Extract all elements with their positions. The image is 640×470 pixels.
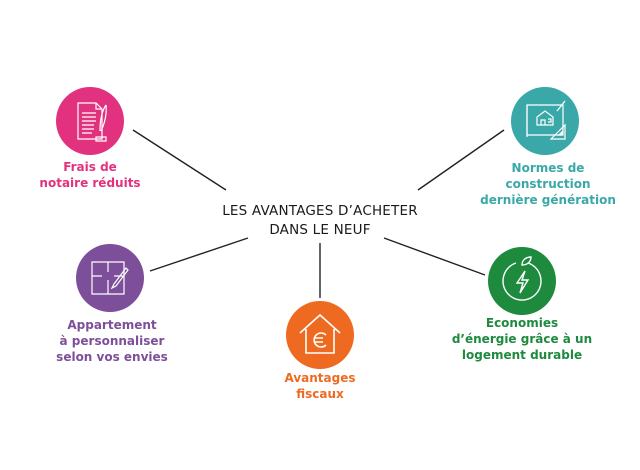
label-line: Economies: [485, 316, 559, 330]
floor-plan-pencil-icon: [76, 244, 144, 312]
diagram-title: LES AVANTAGES D’ACHETER DANS LE NEUF: [170, 202, 470, 240]
connector-line: [417, 129, 505, 191]
euro-house-icon: [286, 301, 354, 369]
label-line: notaire réduits: [39, 176, 141, 190]
energy-bolt-leaf-icon: [488, 247, 556, 315]
item-label-tax: Avantages fiscaux: [220, 370, 420, 402]
connector-line: [132, 129, 227, 191]
title-line: DANS LE NEUF: [269, 222, 371, 238]
notary-document-quill-icon: [56, 87, 124, 155]
label-line: Avantages: [284, 371, 356, 385]
item-label-energy: Economies d’énergie grâce à un logement …: [422, 315, 622, 363]
label-line: Normes de: [511, 161, 585, 175]
label-line: d’énergie grâce à un: [451, 332, 593, 346]
connector-line: [383, 237, 486, 276]
label-line: dernière génération: [480, 193, 616, 207]
item-label-notary: Frais de notaire réduits: [0, 159, 190, 191]
label-line: à personnaliser: [59, 334, 165, 348]
label-line: fiscaux: [296, 387, 344, 401]
label-line: selon vos envies: [56, 350, 168, 364]
item-label-customize: Appartement à personnaliser selon vos en…: [12, 317, 212, 365]
item-label-construction: Normes de construction dernière générati…: [448, 160, 640, 208]
blueprint-house-icon: [511, 87, 579, 155]
label-line: Appartement: [67, 318, 157, 332]
label-line: construction: [505, 177, 591, 191]
connector-line: [149, 237, 249, 272]
title-line: LES AVANTAGES D’ACHETER: [222, 203, 418, 219]
label-line: Frais de: [63, 160, 117, 174]
label-line: logement durable: [461, 348, 583, 362]
